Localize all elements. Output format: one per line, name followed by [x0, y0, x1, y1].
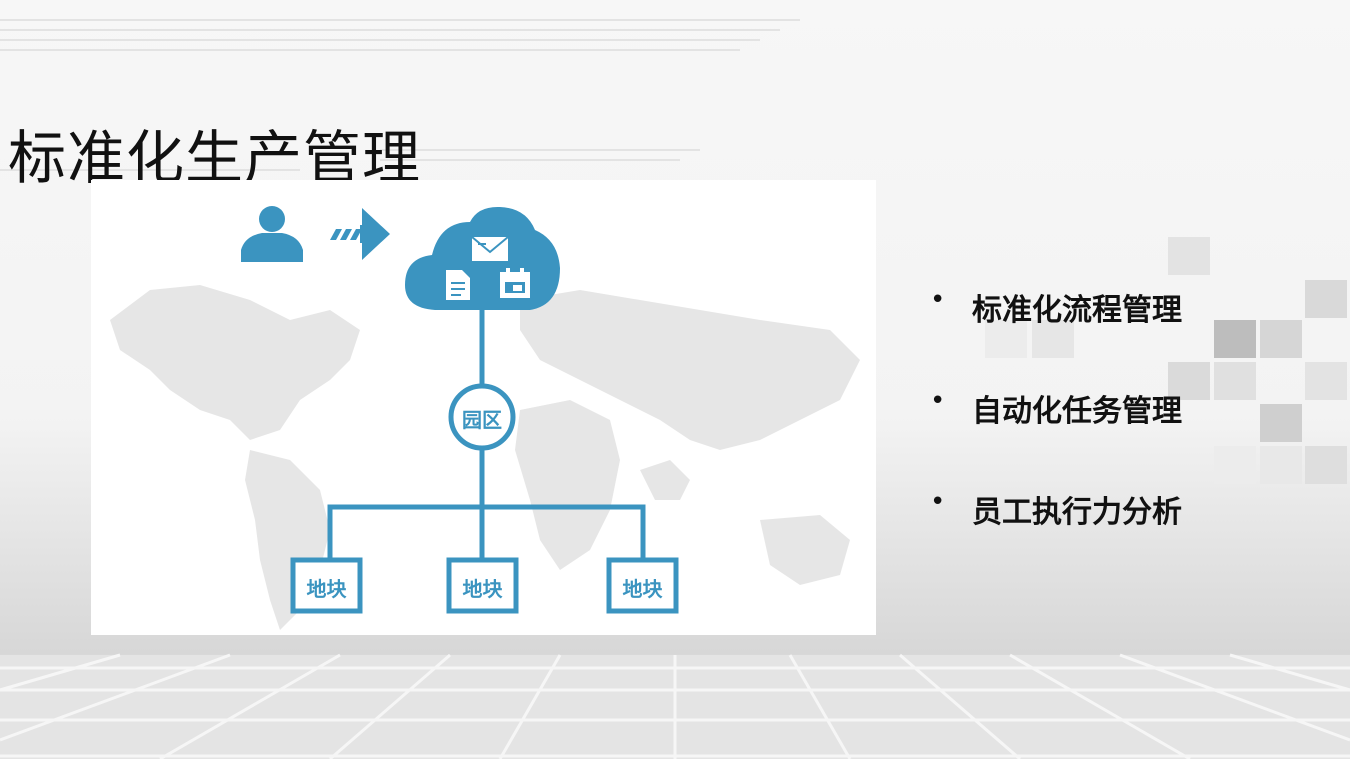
- leaf-node-2: [446, 557, 519, 614]
- connector-lines: [327, 308, 646, 560]
- feature-list: •标准化流程管理 •自动化任务管理 •员工执行力分析: [930, 285, 1182, 588]
- user-icon: [241, 206, 303, 262]
- leaf-node-3: [606, 557, 679, 614]
- bullet-icon: •: [930, 487, 946, 517]
- leaf-label-3: 地块: [622, 577, 663, 601]
- cloud-icon: [405, 206, 560, 310]
- list-item: •员工执行力分析: [930, 487, 1182, 530]
- leaf-node-1: [290, 557, 363, 614]
- mail-icon: [471, 236, 509, 261]
- list-item: •标准化流程管理: [930, 285, 1182, 328]
- document-icon: [446, 270, 470, 300]
- world-map: [110, 285, 860, 630]
- hub-label: 园区: [462, 408, 502, 432]
- arrow-right-icon: [330, 208, 390, 260]
- bullet-icon: •: [930, 285, 946, 315]
- hub-node: [448, 383, 516, 451]
- leaf-label-2: 地块: [462, 577, 503, 601]
- bullet-icon: •: [930, 386, 946, 416]
- calendar-icon: [500, 268, 530, 298]
- leaf-label-1: 地块: [306, 577, 347, 601]
- list-item: •自动化任务管理: [930, 386, 1182, 429]
